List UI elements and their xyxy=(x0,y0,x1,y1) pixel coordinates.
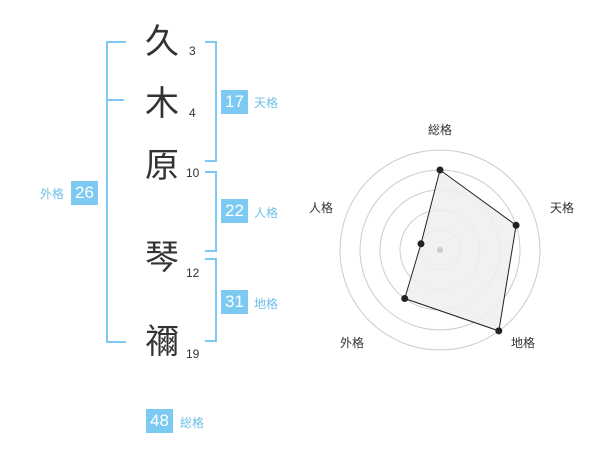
name-char-4: 琴 xyxy=(145,238,179,278)
radar-axis-label-tenkaku: 天格 xyxy=(550,201,575,215)
tenkaku-label: 天格 xyxy=(254,96,279,110)
radar-point-2 xyxy=(512,221,520,229)
radar-center-point xyxy=(437,247,443,253)
name-char-2: 木 xyxy=(145,84,179,124)
gaikaku-bracket xyxy=(106,41,126,343)
soukaku-label: 総格 xyxy=(180,416,205,430)
name-char-1: 久 xyxy=(145,22,179,62)
soukaku-value: 48 xyxy=(146,409,173,433)
chikaku-bracket xyxy=(205,258,217,342)
gaikaku-bracket-tick xyxy=(106,99,124,101)
jinkaku-bracket xyxy=(205,171,217,252)
radar-axis-label-soukaku: 総格 xyxy=(428,123,453,137)
gaikaku-value: 26 xyxy=(71,181,98,205)
radar-point-5 xyxy=(417,240,425,248)
stroke-count-1: 3 xyxy=(189,44,196,58)
stroke-count-2: 4 xyxy=(189,106,196,120)
tenkaku-value: 17 xyxy=(221,90,248,114)
radar-point-3 xyxy=(495,327,503,335)
radar-axis-label-gaikaku: 外格 xyxy=(340,336,365,350)
name-char-3: 原 xyxy=(145,146,179,186)
stroke-count-5: 19 xyxy=(186,347,200,361)
radar-axis-label-chikaku: 地格 xyxy=(511,336,536,350)
jinkaku-value: 22 xyxy=(221,199,248,223)
gaikaku-label: 外格 xyxy=(40,187,65,201)
radar-ring-5 xyxy=(339,149,541,351)
stroke-count-3: 10 xyxy=(186,166,200,180)
name-char-5: 禰 xyxy=(145,322,179,362)
radar-point-4 xyxy=(401,295,409,302)
tenkaku-bracket xyxy=(205,41,217,162)
jinkaku-label: 人格 xyxy=(254,206,279,220)
stroke-count-4: 12 xyxy=(186,266,200,280)
radar-point-1 xyxy=(436,166,444,174)
chikaku-label: 地格 xyxy=(254,297,279,311)
radar-axis-label-jinkaku: 人格 xyxy=(309,201,334,215)
radar-series-polygon xyxy=(404,169,517,332)
chikaku-value: 31 xyxy=(221,290,248,314)
